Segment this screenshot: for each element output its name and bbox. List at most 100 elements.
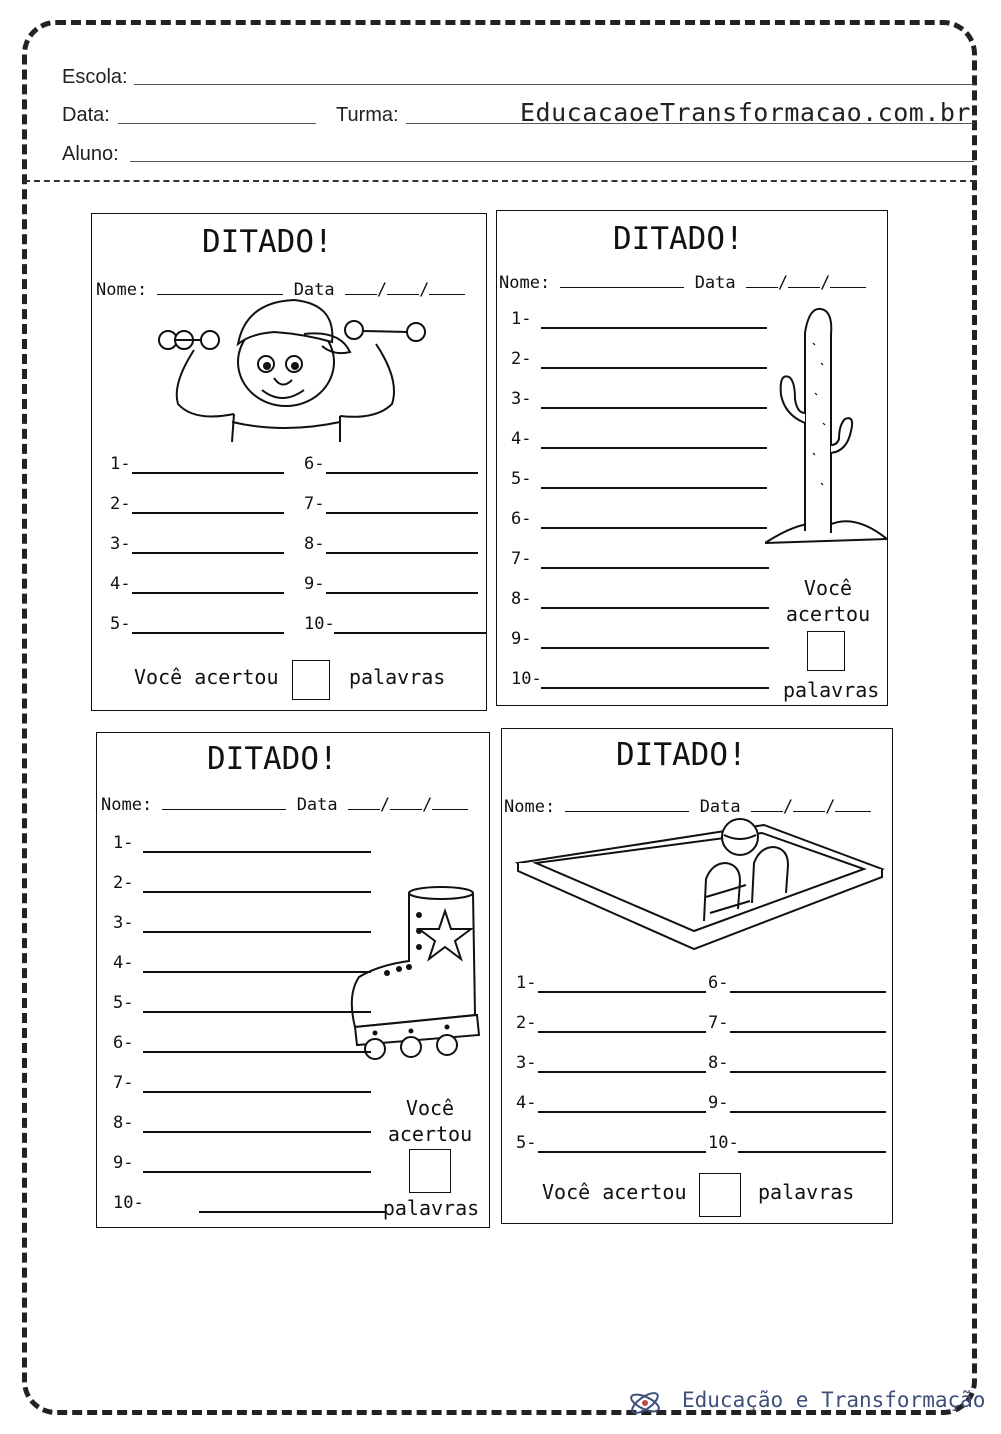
answer-line-4[interactable]: 4- (516, 1093, 706, 1115)
answer-line-4[interactable]: 4- (113, 953, 371, 975)
answer-line-5[interactable]: 5- (113, 993, 371, 1015)
answer-line-3[interactable]: 3- (110, 534, 284, 556)
year-field[interactable] (432, 795, 469, 810)
answer-line-8[interactable]: 8- (511, 589, 769, 611)
answer-line-1[interactable]: 1- (516, 973, 706, 995)
answer-line-10[interactable]: 10- (304, 614, 486, 636)
answer-line-2[interactable]: 2- (516, 1013, 706, 1035)
day-field[interactable] (750, 797, 783, 812)
answer-underline[interactable] (541, 407, 767, 409)
month-field[interactable] (788, 273, 821, 288)
answer-underline[interactable] (143, 1051, 371, 1053)
score-box[interactable] (807, 631, 845, 671)
day-field[interactable] (344, 280, 377, 295)
data-field[interactable] (118, 123, 316, 124)
answer-line-8[interactable]: 8- (708, 1053, 886, 1075)
score-box[interactable] (292, 660, 330, 700)
answer-line-6[interactable]: 6- (708, 973, 886, 995)
answer-underline[interactable] (143, 891, 371, 893)
score-box[interactable] (699, 1173, 741, 1217)
answer-underline[interactable] (199, 1211, 387, 1213)
nome-field[interactable] (565, 797, 690, 812)
answer-underline[interactable] (738, 1151, 886, 1153)
year-field[interactable] (830, 273, 867, 288)
nome-field[interactable] (162, 795, 287, 810)
day-field[interactable] (347, 795, 380, 810)
answer-line-5[interactable]: 5- (511, 469, 767, 491)
answer-underline[interactable] (538, 991, 706, 993)
answer-underline[interactable] (538, 1111, 706, 1113)
year-field[interactable] (429, 280, 466, 295)
answer-line-5[interactable]: 5- (516, 1133, 706, 1155)
answer-underline[interactable] (538, 1071, 706, 1073)
answer-line-2[interactable]: 2- (110, 494, 284, 516)
answer-underline[interactable] (538, 1151, 706, 1153)
answer-line-9[interactable]: 9- (511, 629, 769, 651)
answer-line-7[interactable]: 7- (708, 1013, 886, 1035)
answer-underline[interactable] (326, 472, 478, 474)
answer-line-6[interactable]: 6- (113, 1033, 371, 1055)
answer-underline[interactable] (143, 1091, 371, 1093)
answer-line-3[interactable]: 3- (113, 913, 371, 935)
answer-underline[interactable] (730, 991, 886, 993)
answer-underline[interactable] (326, 552, 478, 554)
answer-underline[interactable] (132, 552, 284, 554)
answer-underline[interactable] (334, 632, 486, 634)
answer-underline[interactable] (143, 1131, 371, 1133)
answer-line-10[interactable]: 10- (113, 1193, 387, 1215)
answer-line-1[interactable]: 1- (511, 309, 767, 331)
answer-underline[interactable] (143, 971, 371, 973)
answer-underline[interactable] (143, 1011, 371, 1013)
answer-line-1[interactable]: 1- (113, 833, 371, 855)
answer-line-9[interactable]: 9- (113, 1153, 371, 1175)
month-field[interactable] (387, 280, 420, 295)
answer-underline[interactable] (143, 851, 371, 853)
answer-line-9[interactable]: 9- (708, 1093, 886, 1115)
answer-underline[interactable] (730, 1111, 886, 1113)
answer-underline[interactable] (326, 592, 478, 594)
answer-underline[interactable] (541, 327, 767, 329)
answer-underline[interactable] (143, 1171, 371, 1173)
answer-line-6[interactable]: 6- (304, 454, 478, 476)
answer-underline[interactable] (541, 647, 769, 649)
answer-line-10[interactable]: 10- (708, 1133, 886, 1155)
answer-underline[interactable] (730, 1071, 886, 1073)
answer-line-7[interactable]: 7- (113, 1073, 371, 1095)
answer-line-2[interactable]: 2- (113, 873, 371, 895)
answer-underline[interactable] (541, 527, 767, 529)
answer-line-4[interactable]: 4- (110, 574, 284, 596)
answer-underline[interactable] (132, 472, 284, 474)
answer-line-9[interactable]: 9- (304, 574, 478, 596)
month-field[interactable] (793, 797, 826, 812)
answer-underline[interactable] (541, 367, 767, 369)
answer-underline[interactable] (541, 447, 767, 449)
answer-line-5[interactable]: 5- (110, 614, 284, 636)
answer-underline[interactable] (541, 687, 769, 689)
answer-underline[interactable] (143, 931, 371, 933)
month-field[interactable] (390, 795, 423, 810)
answer-line-1[interactable]: 1- (110, 454, 284, 476)
answer-underline[interactable] (326, 512, 478, 514)
answer-underline[interactable] (541, 487, 767, 489)
answer-line-7[interactable]: 7- (511, 549, 769, 571)
answer-line-2[interactable]: 2- (511, 349, 767, 371)
nome-field[interactable] (157, 280, 284, 295)
answer-underline[interactable] (541, 607, 769, 609)
year-field[interactable] (835, 797, 872, 812)
answer-underline[interactable] (541, 567, 769, 569)
answer-underline[interactable] (538, 1031, 706, 1033)
answer-line-3[interactable]: 3- (511, 389, 767, 411)
turma-field[interactable] (406, 123, 974, 124)
day-field[interactable] (745, 273, 778, 288)
answer-line-8[interactable]: 8- (304, 534, 478, 556)
answer-underline[interactable] (132, 512, 284, 514)
answer-underline[interactable] (730, 1031, 886, 1033)
answer-line-6[interactable]: 6- (511, 509, 767, 531)
answer-line-10[interactable]: 10- (511, 669, 769, 691)
answer-underline[interactable] (132, 632, 284, 634)
answer-line-8[interactable]: 8- (113, 1113, 371, 1135)
answer-underline[interactable] (132, 592, 284, 594)
answer-line-7[interactable]: 7- (304, 494, 478, 516)
aluno-field[interactable] (130, 161, 974, 162)
nome-field[interactable] (560, 273, 685, 288)
